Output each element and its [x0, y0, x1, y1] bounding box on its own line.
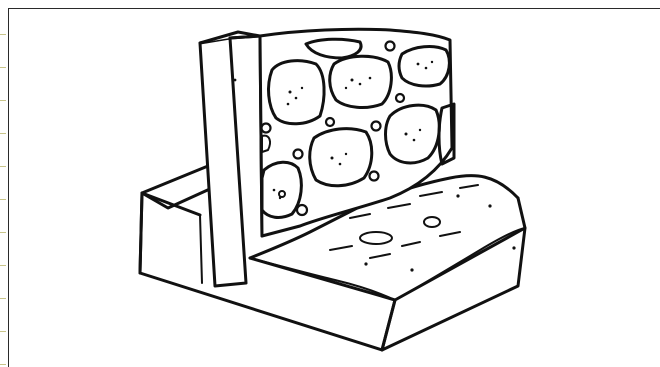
stone — [384, 103, 441, 165]
stone — [397, 45, 451, 88]
slab-right-face — [380, 226, 527, 352]
stone-texture — [272, 60, 434, 200]
bed-speck — [456, 194, 460, 198]
stone — [437, 102, 456, 166]
frame-top-border — [8, 8, 660, 9]
edge-tick — [0, 364, 6, 365]
bed-hatching — [349, 184, 479, 219]
bed-pebble — [359, 231, 393, 245]
left-edge-ticks — [0, 0, 8, 367]
slab-left-top-face — [140, 164, 214, 210]
bed-speck — [488, 204, 492, 208]
stone — [261, 134, 271, 153]
mortar-pebble — [295, 203, 309, 217]
mortar-pebble — [260, 122, 272, 134]
bed-speck — [364, 262, 368, 266]
bed-right-edge — [394, 227, 526, 301]
bed-pebble — [423, 216, 441, 228]
slab-top-edge-left — [140, 191, 202, 217]
mortar-pebble — [368, 170, 380, 182]
mortar-pebble — [384, 40, 396, 52]
vertical-plank — [198, 30, 264, 288]
bed-hatching — [329, 231, 461, 259]
bed-speck — [410, 268, 414, 272]
edge-tick — [0, 166, 6, 167]
plank-mark — [233, 78, 237, 82]
stone — [328, 54, 393, 109]
base-slab — [138, 164, 527, 352]
stone — [308, 127, 374, 188]
mortar-pebble — [278, 190, 286, 198]
slab-front-corner — [380, 298, 397, 352]
bed-speck — [512, 246, 516, 250]
stone — [260, 160, 303, 219]
edge-tick — [0, 265, 6, 266]
edge-tick — [0, 100, 6, 101]
edge-tick — [0, 331, 6, 332]
stone-wall — [258, 27, 456, 238]
mortar-pebble — [292, 148, 304, 160]
mortar-pebble — [394, 92, 406, 104]
mortar-pebble — [324, 116, 336, 128]
edge-tick — [0, 199, 6, 200]
stone — [267, 59, 326, 126]
edge-tick — [0, 34, 6, 35]
plank-front-face — [198, 36, 248, 288]
edge-tick — [0, 232, 6, 233]
stone-wall-cross-section-drawing — [138, 27, 527, 352]
frame-left-border — [8, 8, 9, 367]
mortar-pebble — [370, 120, 382, 132]
bed-front-edge — [249, 257, 396, 301]
edge-tick — [0, 133, 6, 134]
stone — [304, 37, 363, 60]
edge-tick — [0, 298, 6, 299]
edge-tick — [0, 67, 6, 68]
slab-left-edge — [138, 191, 144, 275]
slab-inner-edge — [199, 214, 203, 284]
